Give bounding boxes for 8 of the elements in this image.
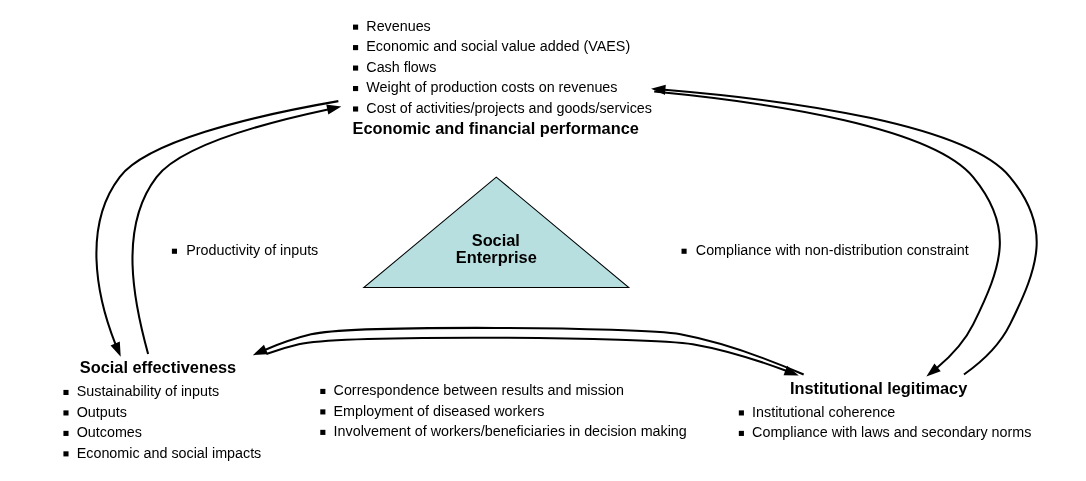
label: Correspondence between results and mission <box>333 382 624 399</box>
node-text: Revenues Economic and social value added (VAES) Cash flows Weight of production costs on revenues Cost of activities/projects and goods/services Economic and financial performance <box>352 17 652 137</box>
label: Employment of diseased workers <box>333 402 545 419</box>
node-text: Social effectiveness Sustainability of inputs Outputs Outcomes Economic and social impacts <box>76 358 262 461</box>
node-text: Institutional legitimacy Institutional coherence Compliance with laws and secondary norms <box>752 378 1032 441</box>
label: Productivity of inputs <box>186 242 319 259</box>
label: Involvement of workers/beneficiaries in decision making <box>333 423 687 440</box>
label: Compliance with non-distribution constraint <box>695 242 969 259</box>
